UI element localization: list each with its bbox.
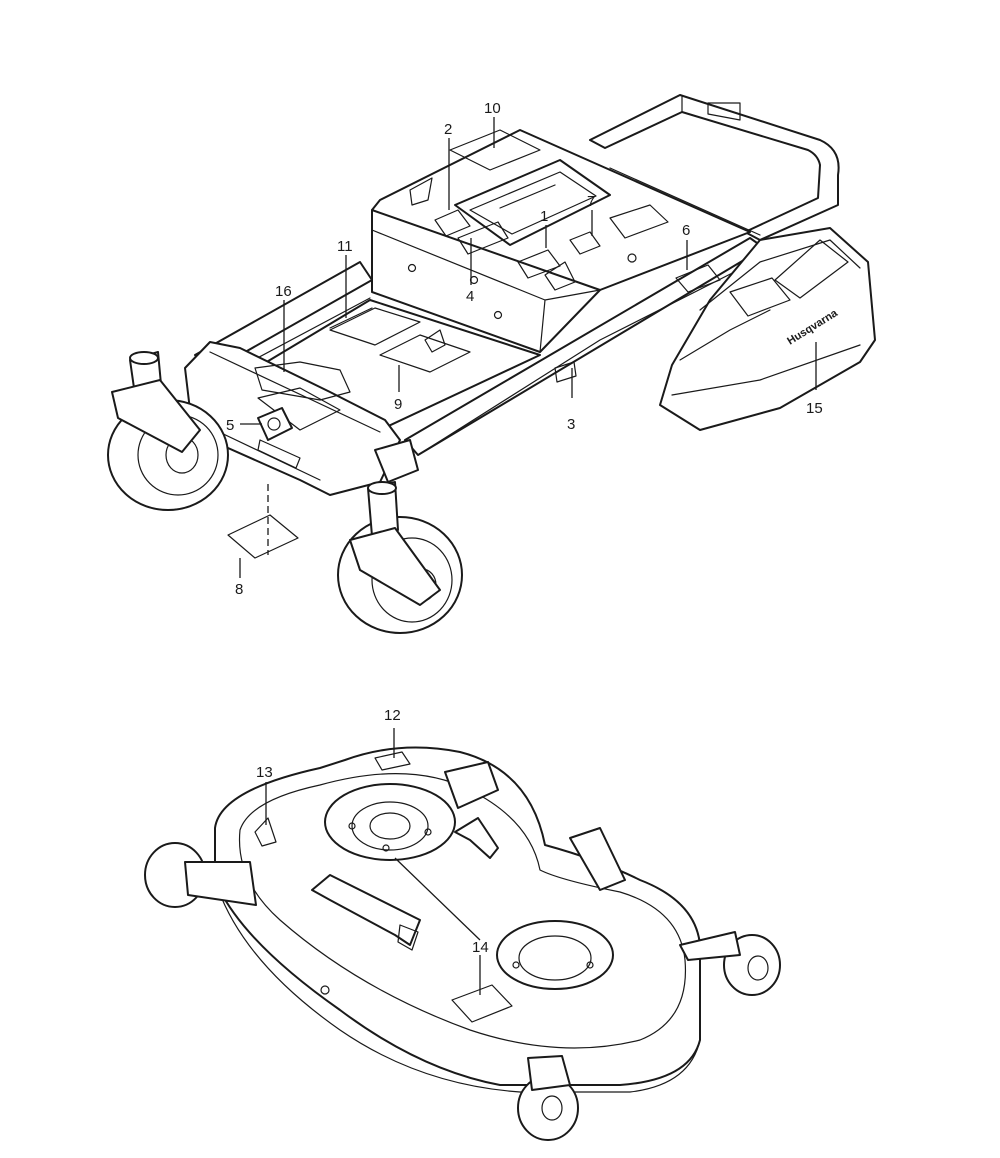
callout-3: 3 (567, 416, 575, 433)
decal-12 (374, 751, 411, 771)
callout-10: 10 (484, 100, 501, 117)
bracket (424, 329, 446, 353)
step-pad (254, 361, 351, 401)
mower-chassis: Husqvarna (107, 94, 876, 634)
callout-2: 2 (444, 121, 452, 138)
decal-1 (517, 249, 561, 279)
decal-10 (449, 129, 541, 171)
callout-12: 12 (384, 707, 401, 724)
callout-11: 11 (337, 238, 353, 255)
callout-4: 4 (466, 288, 474, 305)
callout-5: 5 (226, 417, 234, 434)
front-left-caster-wheel (107, 351, 229, 511)
decal-11 (329, 307, 373, 329)
callout-6: 6 (682, 222, 690, 239)
callout-7: 7 (587, 193, 595, 210)
callout-1: 1 (540, 208, 548, 225)
side-fender-hood: Husqvarna (659, 227, 876, 431)
decal-2 (434, 209, 471, 237)
callout-9: 9 (394, 396, 402, 413)
decal-6 (675, 264, 721, 293)
deck-roller-left (144, 842, 257, 908)
brand-logo-badge (257, 407, 293, 441)
callout-13: 13 (256, 764, 273, 781)
callout-8: 8 (235, 581, 243, 598)
decal-14 (451, 984, 513, 1023)
decals (227, 129, 721, 559)
decal-8 (227, 514, 299, 559)
front-right-caster-wheel (337, 439, 463, 634)
decal-4 (457, 221, 509, 255)
cutting-deck (144, 746, 781, 1141)
deck-roller-right (679, 931, 781, 996)
leader-14 (394, 857, 481, 995)
decal-3 (554, 361, 577, 383)
callout-16: 16 (275, 283, 292, 300)
callout-15: 15 (806, 400, 823, 417)
callout-14: 14 (472, 939, 489, 956)
decal-13 (254, 817, 277, 847)
deck-roller-front (517, 1055, 579, 1141)
callout-labels: 1 2 3 4 5 6 7 8 9 10 11 12 13 14 15 16 (226, 100, 823, 956)
decal-7 (569, 231, 601, 255)
leader-lines (239, 117, 817, 995)
